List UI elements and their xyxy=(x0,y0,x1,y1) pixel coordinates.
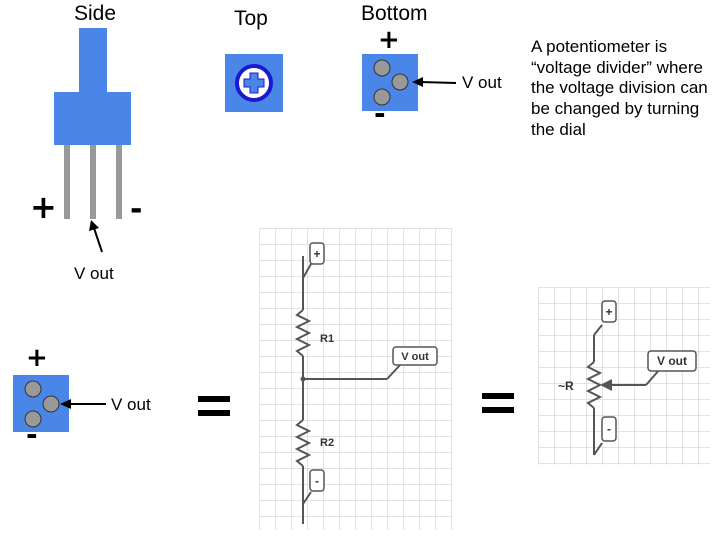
pin-positive xyxy=(64,145,70,219)
top-view-heading: Top xyxy=(234,7,268,30)
equals-sign-1-top xyxy=(198,396,230,402)
side-view-heading: Side xyxy=(74,2,117,25)
positive-tag xyxy=(309,242,325,265)
voltage-divider-circuit: + - V out R1 R2 xyxy=(294,242,438,524)
bottom-view-body xyxy=(362,54,418,111)
equals-sign-1-bottom xyxy=(198,410,230,416)
bottom-vout-arrow xyxy=(412,77,457,87)
pot-vout-tag-text: V out xyxy=(657,354,687,368)
side-vout-arrow xyxy=(89,220,103,253)
lower-vout-label: V out xyxy=(111,395,151,414)
lower-vout-arrow xyxy=(60,399,106,409)
lower-pin-contacts-icon xyxy=(24,380,60,428)
bottom-minus-sign: - xyxy=(374,97,386,130)
negative-tag-text: - xyxy=(315,474,319,488)
pin-contacts-icon xyxy=(373,59,409,106)
negative-tag xyxy=(309,469,325,492)
bottom-view-heading: Bottom xyxy=(361,2,428,25)
pot-positive-tag xyxy=(601,300,617,323)
bottom-vout-label: V out xyxy=(462,73,502,92)
potentiometer-schematic: + - V out ~R xyxy=(538,287,710,465)
pot-negative-tag xyxy=(601,416,617,442)
pot-positive-tag-text: + xyxy=(605,305,612,319)
r2-label: R2 xyxy=(320,437,334,449)
side-view xyxy=(30,28,155,288)
positive-tag-text: + xyxy=(313,247,320,261)
r1-label: R1 xyxy=(320,333,334,345)
side-minus-sign: - xyxy=(130,192,143,227)
top-view-body xyxy=(225,54,283,112)
pin-vout xyxy=(90,145,96,219)
potentiometer-circuit: + - V out ~R xyxy=(558,300,697,456)
pot-resistance-label: ~R xyxy=(558,379,574,393)
lower-minus-sign: - xyxy=(26,418,38,451)
pot-negative-tag-text: - xyxy=(607,422,611,436)
bottom-plus-sign: + xyxy=(378,25,400,55)
equals-sign-2-top xyxy=(482,393,514,399)
description-text: A potentiometer is “voltage divider” whe… xyxy=(531,37,708,139)
vout-tag xyxy=(392,346,438,366)
side-vout-label: V out xyxy=(74,264,114,283)
potentiometer-shaft xyxy=(79,28,107,94)
voltage-divider-schematic: + - V out R1 R2 xyxy=(259,228,452,530)
side-plus-sign: + xyxy=(30,188,57,226)
lower-bottom-view-body xyxy=(13,375,69,432)
dial-icon xyxy=(235,64,273,102)
pin-negative xyxy=(116,145,122,219)
potentiometer-body xyxy=(54,92,131,145)
pot-vout-tag xyxy=(647,350,697,372)
lower-plus-sign: + xyxy=(26,343,48,373)
equals-sign-2-bottom xyxy=(482,407,514,413)
vout-tag-text: V out xyxy=(401,351,429,363)
